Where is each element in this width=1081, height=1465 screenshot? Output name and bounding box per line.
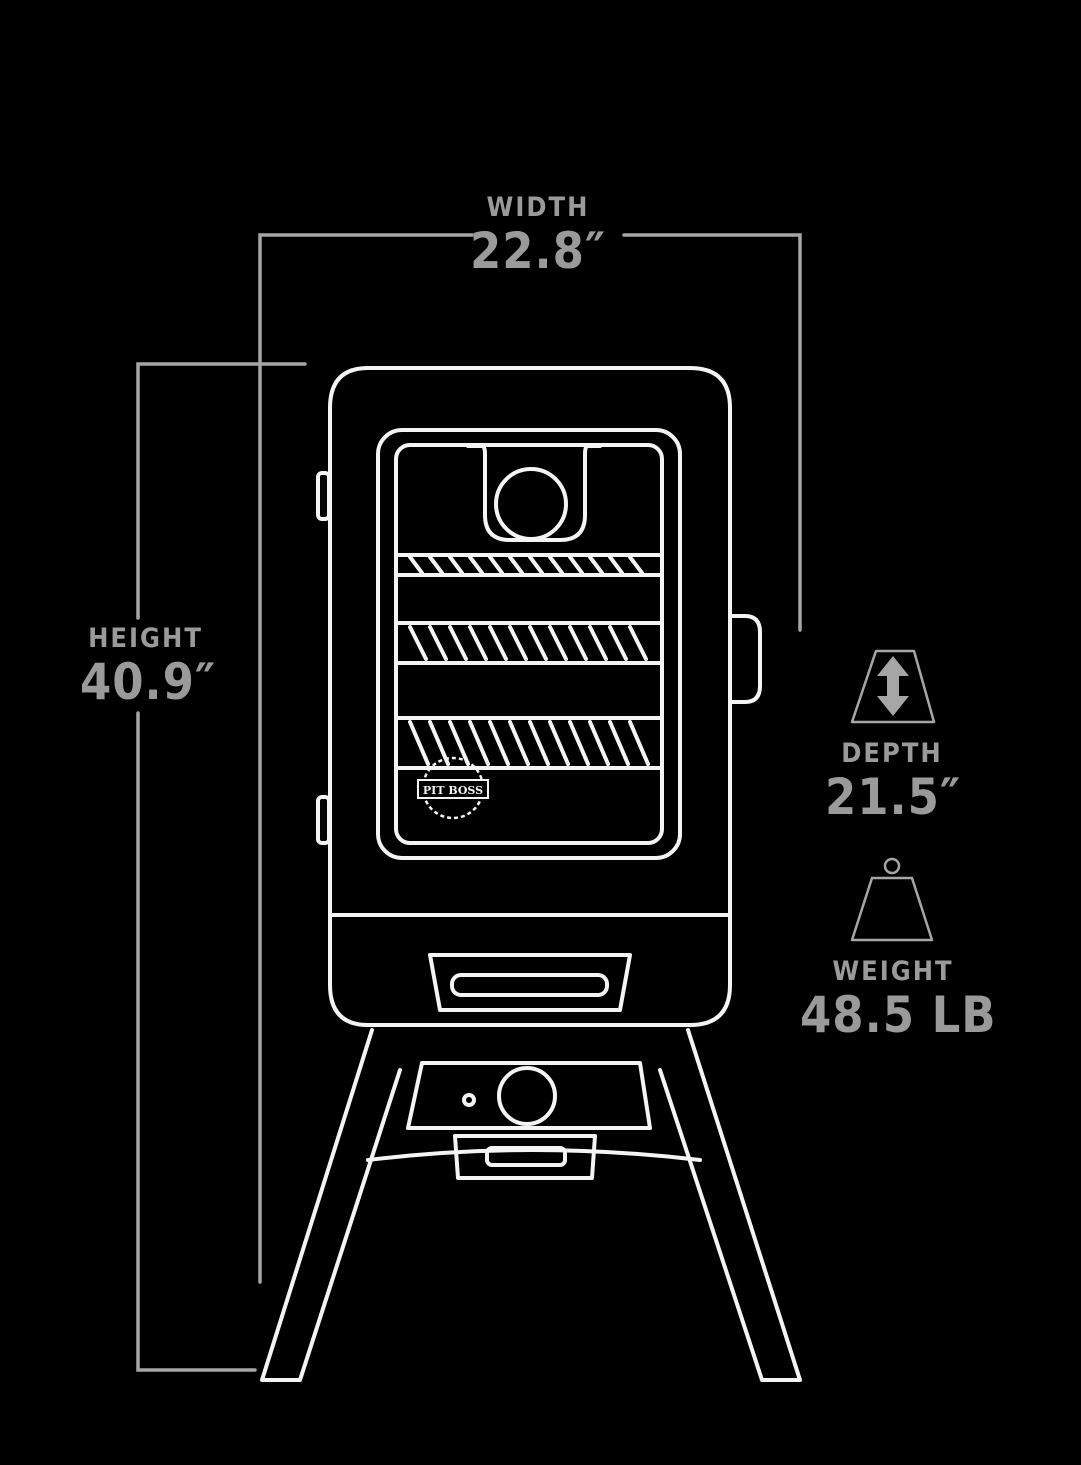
height-label: HEIGHT [88, 623, 203, 654]
weight-label: WEIGHT [832, 956, 954, 987]
vertical-double-arrow-icon [850, 649, 936, 724]
width-value: 22.8″ [469, 222, 607, 280]
smoker-body [260, 366, 802, 1382]
depth-value: 21.5″ [824, 768, 962, 826]
weight-value: 48.5 LB [800, 986, 997, 1044]
width-label: WIDTH [486, 192, 590, 223]
height-value: 40.9″ [79, 653, 217, 711]
depth-label: DEPTH [841, 738, 943, 769]
width-dimension-line [258, 233, 802, 1284]
pit-boss-logo-badge [417, 756, 489, 820]
height-dimension-line [136, 362, 307, 1372]
logo-text: PIT BOSS [423, 784, 483, 797]
kettlebell-weight-icon [850, 857, 934, 942]
